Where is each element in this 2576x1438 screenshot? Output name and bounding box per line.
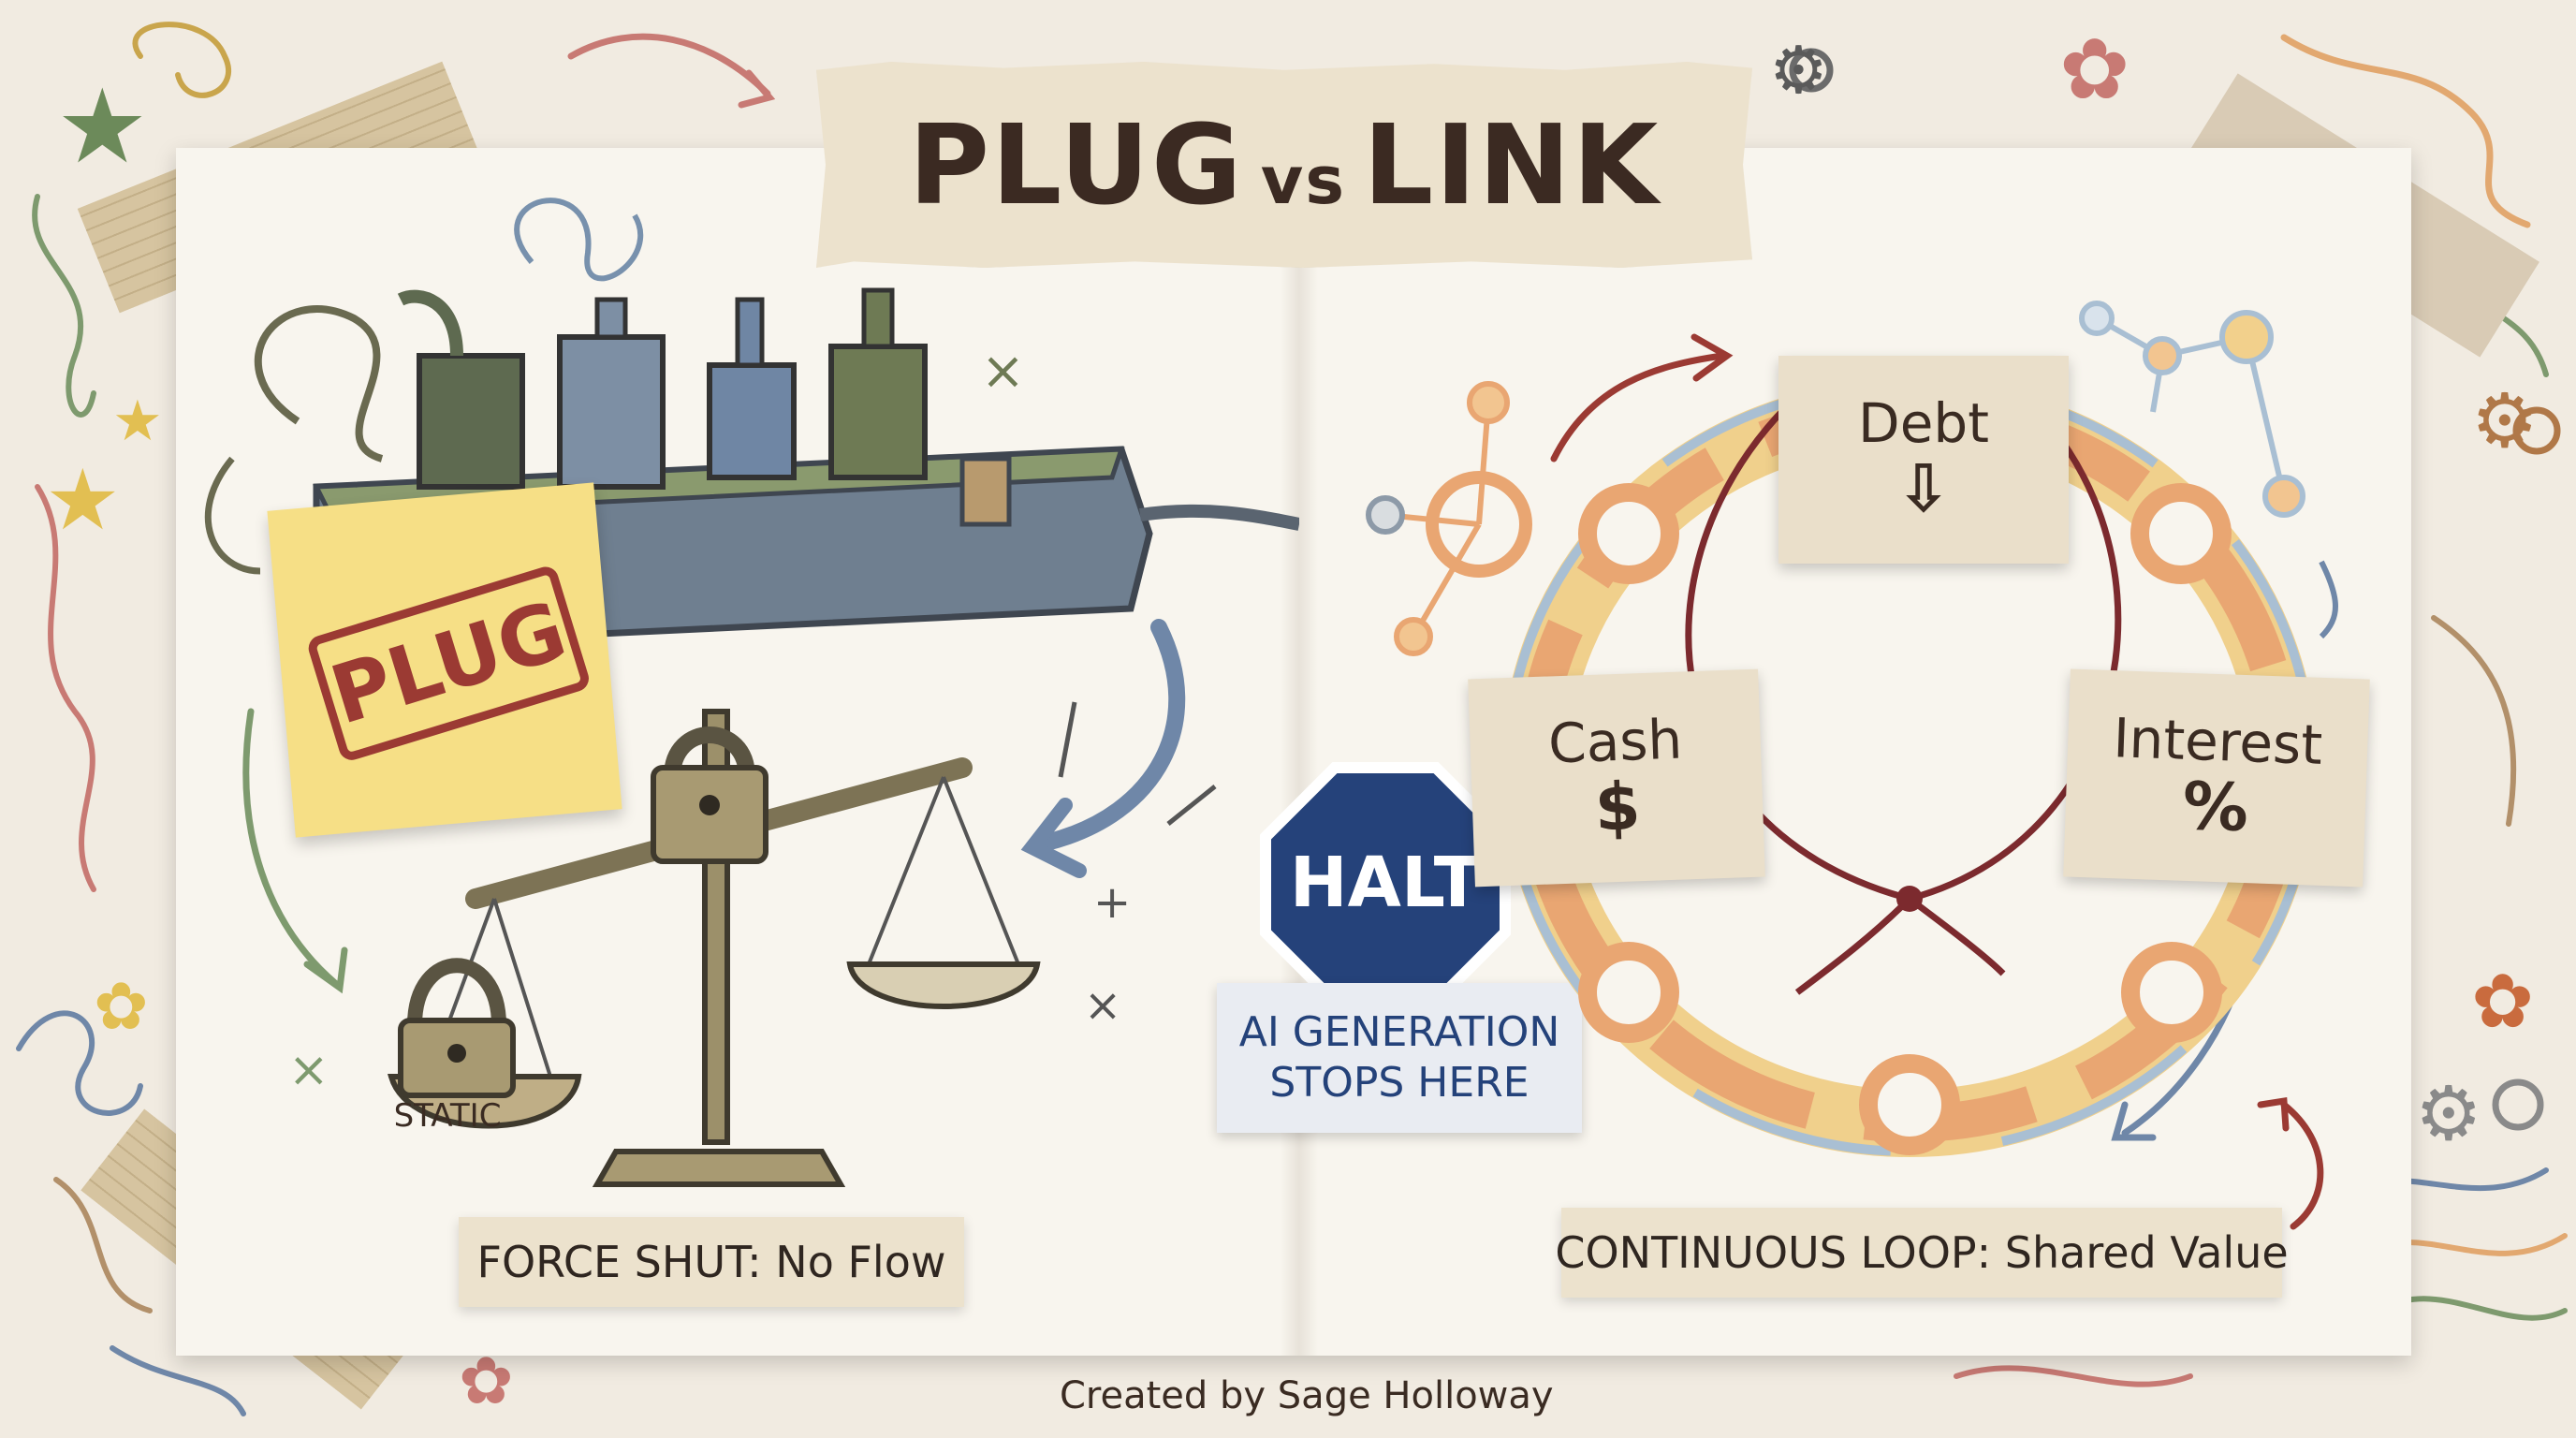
star-icon: ★ <box>45 451 121 550</box>
plug-set <box>397 287 928 490</box>
percent-icon: % <box>2181 768 2250 847</box>
plug-stamp: PLUG <box>305 564 593 764</box>
star-icon: ★ <box>56 66 149 186</box>
flower-icon: ✿ <box>2471 958 2535 1045</box>
svg-text:×: × <box>1084 979 1121 1032</box>
chain-links <box>1578 483 2232 1155</box>
balance-scale <box>388 709 1041 1187</box>
page-fold <box>1281 148 1318 1356</box>
flower-icon: ✿ <box>459 1343 514 1419</box>
note-line-2: STOPS HERE <box>1269 1059 1530 1107</box>
flower-icon: ✿ <box>94 968 149 1045</box>
dollar-icon: $ <box>1593 768 1642 847</box>
cash-card: Cash $ <box>1468 668 1765 888</box>
debt-label: Debt <box>1858 390 1989 455</box>
plug-caption: FORCE SHUT: No Flow <box>459 1217 964 1307</box>
svg-text:×: × <box>288 1042 329 1098</box>
gear-icon: ⚙ <box>2471 377 2539 464</box>
interest-card: Interest % <box>2063 668 2370 888</box>
interest-label: Interest <box>2112 705 2324 777</box>
down-arrow-icon: ⇩ <box>1895 450 1952 528</box>
halt-sign: HALT <box>1260 762 1511 1007</box>
svg-text:×: × <box>981 341 1025 402</box>
halt-sign-text: HALT <box>1290 843 1482 923</box>
static-label: STATIC <box>394 1097 502 1135</box>
title-plug: PLUG <box>908 100 1244 229</box>
note-line-1: AI GENERATION <box>1238 1008 1560 1057</box>
flower-icon: ✿ <box>2059 21 2130 119</box>
gear-icon: ⚙ <box>1769 32 1828 109</box>
gear-icon: ⚙ <box>2415 1070 2482 1157</box>
title-vs: vs <box>1260 142 1347 219</box>
credit-line: Created by Sage Holloway <box>1060 1374 1554 1417</box>
ai-generation-note: AI GENERATION STOPS HERE <box>1217 983 1582 1133</box>
cash-label: Cash <box>1546 707 1684 776</box>
star-icon: ★ <box>112 389 163 454</box>
sticky-note: PLUG <box>267 482 622 838</box>
svg-text:+: + <box>1093 876 1131 929</box>
debt-card: Debt ⇩ <box>1778 356 2069 564</box>
title-link: LINK <box>1363 100 1661 229</box>
link-caption: CONTINUOUS LOOP: Shared Value <box>1555 1208 2289 1298</box>
